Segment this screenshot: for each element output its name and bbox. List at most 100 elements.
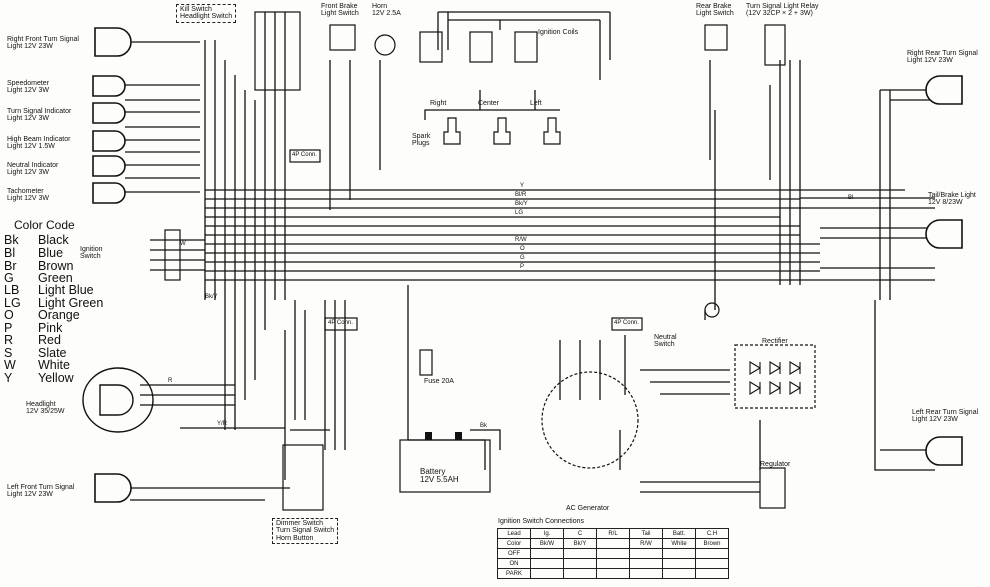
table-cell: Brown — [695, 538, 729, 549]
right-front-turn-lamp — [94, 27, 132, 57]
ac-generator-label: AC Generator — [566, 505, 610, 512]
table-cell: Tail — [629, 528, 663, 539]
headlight-assembly — [82, 367, 154, 433]
front-brake-switch-box — [329, 24, 356, 51]
table-cell — [695, 548, 729, 559]
table-row: PARK — [497, 568, 729, 579]
ignition-table-title: Ignition Switch Connections — [498, 518, 584, 525]
tail-brake-lamp — [925, 219, 963, 249]
table-row: ON — [497, 558, 729, 569]
table-cell: PARK — [497, 568, 531, 579]
table-cell: Bk/Y — [563, 538, 597, 549]
rectifier-box — [734, 344, 816, 409]
coil-left-label: Left — [530, 100, 542, 107]
dimmer-switch-box — [282, 444, 324, 511]
table-cell — [596, 568, 630, 579]
wire-label-lg: LG — [515, 210, 524, 216]
wire-label-w: W — [180, 241, 186, 247]
table-cell — [695, 568, 729, 579]
table-cell — [662, 558, 696, 569]
wire-label-bl: Bl — [848, 195, 854, 201]
connector-4p-right-label: 4P Conn. — [614, 320, 639, 326]
table-cell: Bk/W — [530, 538, 564, 549]
wire-label-p: P — [520, 264, 525, 270]
table-cell: Batt. — [662, 528, 696, 539]
wire-label-bky: Bk/Y — [515, 201, 528, 207]
table-row: OFF — [497, 548, 729, 559]
connector-4p-right — [611, 317, 643, 331]
speedometer-lamp — [92, 75, 126, 97]
table-cell: Lead — [497, 528, 531, 539]
table-cell — [629, 558, 663, 569]
battery-box — [399, 439, 491, 493]
fuse-box — [419, 349, 433, 376]
wire-label-bk: Bk — [480, 423, 488, 429]
table-cell: Ig. — [530, 528, 564, 539]
horn-icon — [374, 34, 396, 56]
table-cell — [596, 558, 630, 569]
table-cell — [530, 558, 564, 569]
ignition-switch-table: Lead Ig. C R/L Tail Batt. C.H Color Bk/W… — [497, 528, 729, 579]
table-cell — [596, 548, 630, 559]
turn-indicator-lamp — [92, 102, 126, 124]
table-cell: White — [662, 538, 696, 549]
coil-right-label: Right — [430, 100, 447, 107]
spark-plug-left — [543, 117, 561, 145]
connector-4p-top — [289, 149, 321, 163]
kill-switch-box — [254, 11, 301, 91]
neutral-switch-icon — [704, 302, 720, 318]
table-cell: C — [563, 528, 597, 539]
wire-label-y: Y — [520, 183, 525, 189]
table-cell: R/L — [596, 528, 630, 539]
spark-plug-right — [443, 117, 461, 145]
rear-brake-switch-box — [704, 24, 728, 51]
color-code-title: Color Code — [14, 218, 75, 232]
rectifier-label: Rectifier — [762, 338, 788, 345]
table-cell: R/W — [629, 538, 663, 549]
table-cell — [530, 568, 564, 579]
table-cell — [629, 568, 663, 579]
table-row: Color Bk/W Bk/Y R/W White Brown — [497, 538, 729, 549]
table-cell — [563, 558, 597, 569]
ignition-switch-box — [164, 229, 181, 281]
spark-plug-center — [493, 117, 511, 145]
table-row: Lead Ig. C R/L Tail Batt. C.H — [497, 528, 729, 539]
coil-center-label: Center — [478, 100, 500, 107]
connector-4p-mid-label: 4P Conn. — [328, 320, 353, 326]
table-cell — [596, 538, 630, 549]
ignition-coil-right — [419, 31, 443, 63]
wire-label-o: O — [520, 246, 525, 252]
table-cell — [629, 548, 663, 559]
ignition-coil-center — [469, 31, 493, 63]
ac-generator-housing — [541, 371, 639, 469]
